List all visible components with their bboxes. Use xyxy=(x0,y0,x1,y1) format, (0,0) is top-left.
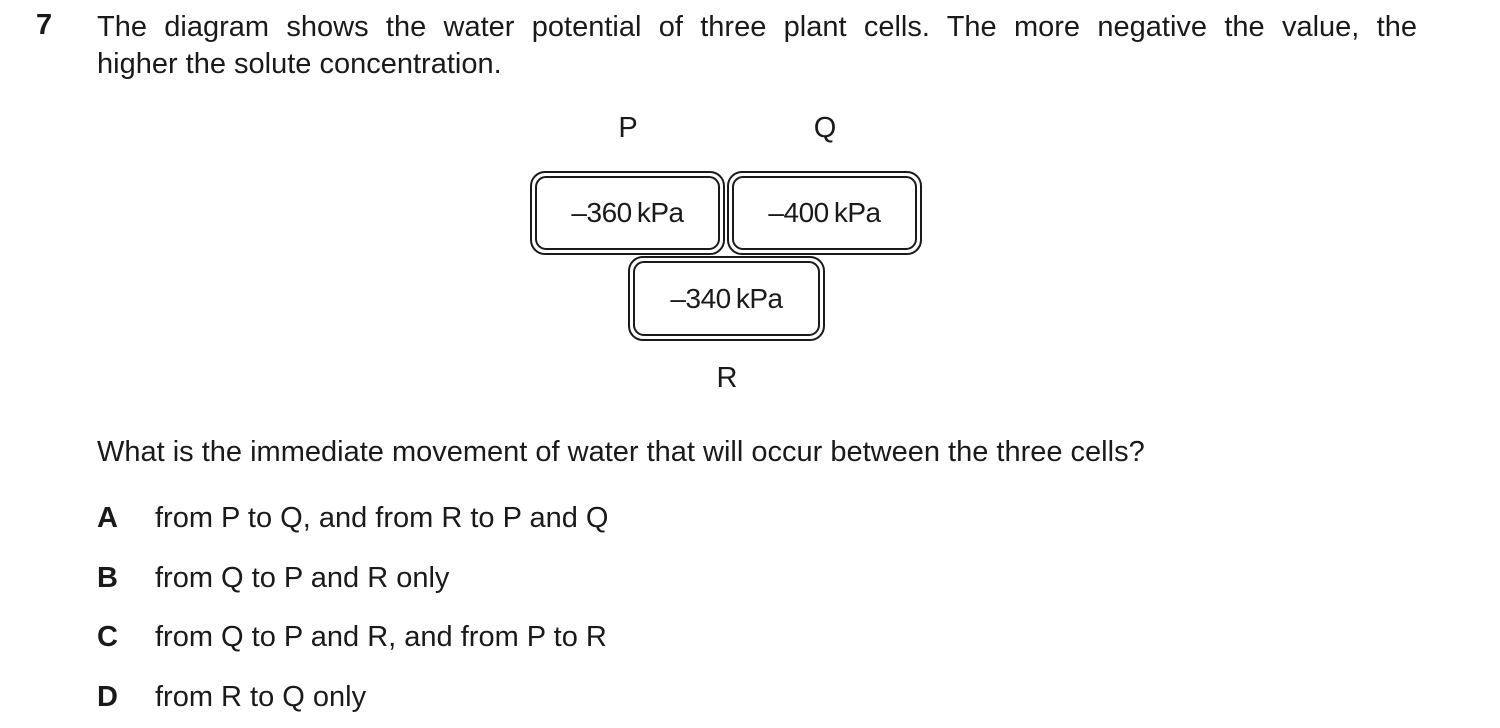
question-number: 7 xyxy=(36,9,53,41)
cell-r-label: R xyxy=(716,362,738,394)
cell-q-value: –400 kPa xyxy=(732,176,917,250)
cell-p-value: –360 kPa xyxy=(535,176,720,250)
option-b-text: from Q to P and R only xyxy=(155,562,450,594)
question-prompt: What is the immediate movement of water … xyxy=(97,436,1145,468)
option-c-text: from Q to P and R, and from P to R xyxy=(155,621,607,653)
cell-p: –360 kPa xyxy=(530,171,725,255)
cell-q-label: Q xyxy=(813,112,837,144)
stem-line-2: higher the solute concentration. xyxy=(97,48,502,80)
cell-r: –340 kPa xyxy=(628,256,825,341)
cell-q: –400 kPa xyxy=(727,171,922,255)
cell-r-value: –340 kPa xyxy=(633,261,820,336)
question-stem: The diagram shows the water potential of… xyxy=(97,9,1417,83)
stem-line-1: The diagram shows the water potential of… xyxy=(97,11,1417,43)
option-b-letter: B xyxy=(97,562,118,594)
cell-p-label: P xyxy=(618,112,638,144)
option-d-text: from R to Q only xyxy=(155,681,367,713)
option-c-letter: C xyxy=(97,621,118,653)
option-d-letter: D xyxy=(97,681,118,713)
option-a-letter: A xyxy=(97,502,118,534)
option-a-text: from P to Q, and from R to P and Q xyxy=(155,502,609,534)
